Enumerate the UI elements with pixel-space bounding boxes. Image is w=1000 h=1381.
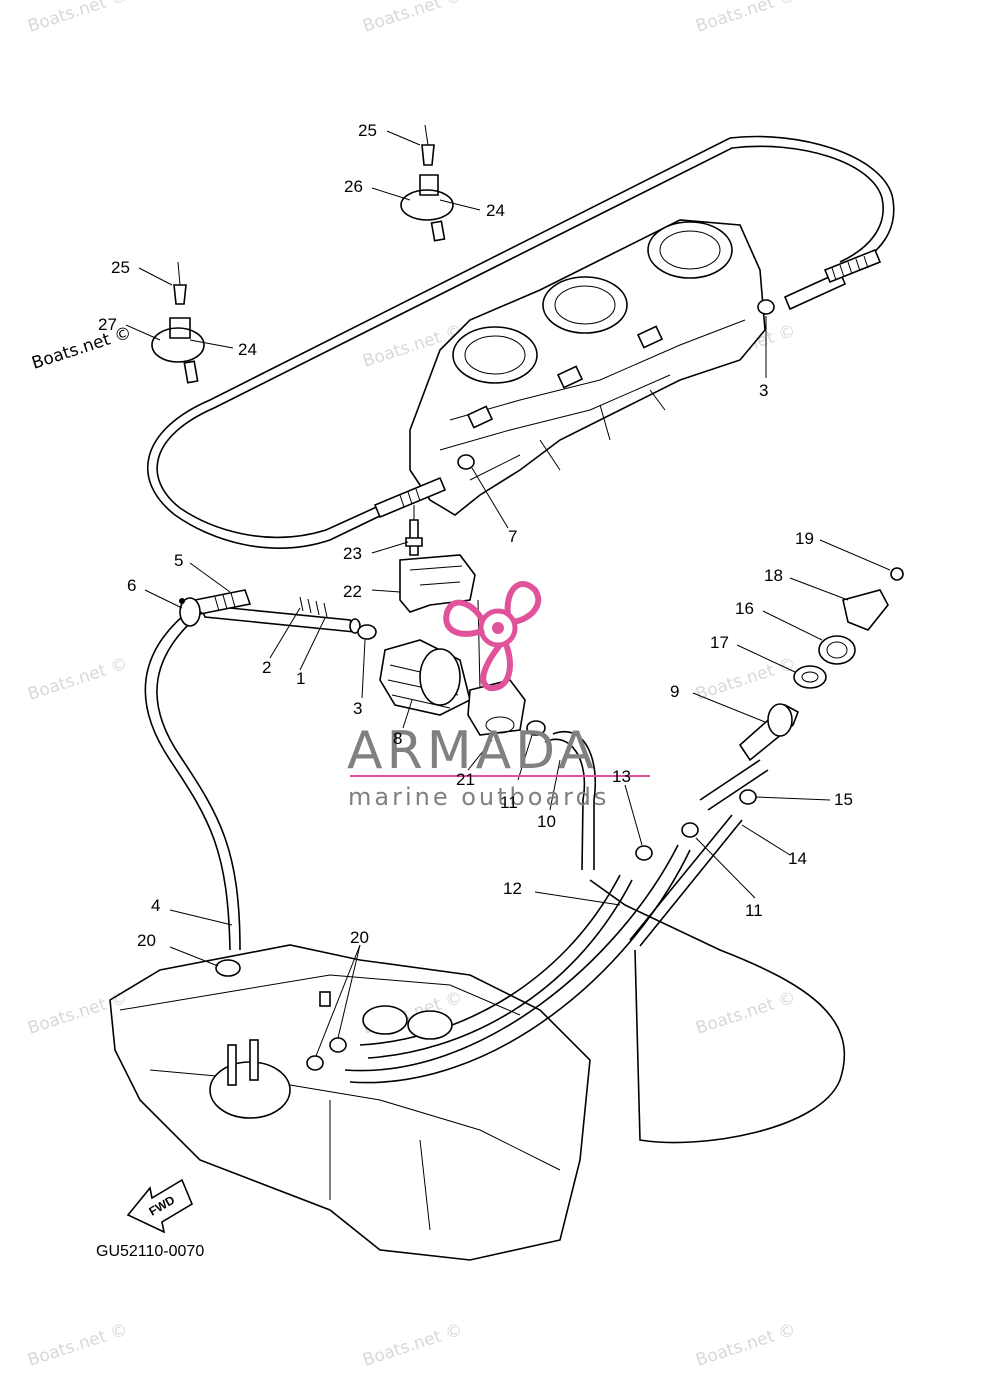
callout-24: 24 — [238, 340, 257, 359]
clamp-20-b — [306, 1055, 324, 1071]
callout-9: 9 — [670, 682, 679, 701]
fuel-filter-8 — [379, 639, 471, 716]
callout-24: 24 — [486, 201, 505, 220]
clamp-13 — [635, 845, 653, 861]
fuel-hose-loop — [147, 135, 895, 549]
watermark: Boats.net © — [25, 654, 130, 705]
fuel-hose-4 — [144, 609, 231, 951]
callout-18: 18 — [764, 566, 783, 585]
callout-4: 4 — [151, 896, 160, 915]
clamp-3-mid — [357, 624, 377, 640]
callout-3: 3 — [353, 699, 362, 718]
callout-20: 20 — [350, 928, 369, 947]
callout-10: 10 — [537, 812, 556, 831]
clamp-3-top — [757, 299, 775, 315]
clamp-20-a — [329, 1037, 347, 1053]
screw-19 — [890, 567, 904, 581]
watermark: Boats.net © — [360, 1320, 465, 1371]
clamp-15 — [739, 789, 757, 805]
brand-tagline: marine outboards — [348, 783, 609, 811]
callout-16: 16 — [735, 599, 754, 618]
clamp-11-mid — [526, 720, 546, 736]
callout-26: 26 — [344, 177, 363, 196]
watermark: Boats.net © — [25, 988, 130, 1039]
watermark: Boats.net © — [693, 988, 798, 1039]
callout-13: 13 — [612, 767, 631, 786]
callout-7: 7 — [508, 527, 517, 546]
callout-22: 22 — [343, 582, 362, 601]
propeller-icon — [443, 581, 542, 692]
callout-25: 25 — [358, 121, 377, 140]
fwd-arrow: FWD — [126, 1178, 194, 1234]
clamp-20-left — [215, 959, 241, 977]
leader-lines — [125, 130, 891, 1057]
callout-27: 27 — [98, 315, 117, 334]
callout-8: 8 — [393, 729, 402, 748]
clamp-7 — [457, 454, 475, 470]
fuel-tank — [109, 944, 591, 1261]
clamp-11-right — [681, 822, 699, 838]
callout-11: 11 — [500, 793, 518, 812]
washer-17 — [793, 665, 827, 689]
callout-1: 1 — [296, 669, 305, 688]
clip-assembly-upper — [400, 124, 454, 242]
callout-5: 5 — [174, 551, 183, 570]
fuel-hose-loop-inner — [156, 145, 884, 539]
callout-14: 14 — [788, 849, 807, 868]
knob-18 — [842, 589, 889, 631]
brand-logo: ARMADA marine outboards — [347, 581, 650, 811]
callout-11: 11 — [745, 901, 763, 920]
clip-6 — [179, 597, 201, 627]
callout-17: 17 — [710, 633, 729, 652]
callout-23: 23 — [343, 544, 362, 563]
callout-15: 15 — [834, 790, 853, 809]
callout-2: 2 — [262, 658, 271, 677]
watermark-dark: Boats.net © — [29, 323, 134, 374]
callout-25: 25 — [111, 258, 130, 277]
bracket-21 — [467, 679, 526, 736]
clip-assembly-lower — [151, 261, 205, 384]
callout-19: 19 — [795, 529, 814, 548]
watermark: Boats.net © — [25, 1320, 130, 1371]
hose-fitting-right — [823, 248, 882, 284]
callout-21: 21 — [456, 770, 475, 789]
nut-16 — [818, 635, 856, 665]
callout-3: 3 — [759, 381, 768, 400]
callout-20: 20 — [137, 931, 156, 950]
watermark: Boats.net © — [360, 0, 465, 37]
hose-12 — [589, 879, 846, 1144]
watermark: Boats.net © — [693, 0, 798, 37]
valve-9-body — [767, 703, 793, 737]
hose-14 — [629, 814, 733, 941]
watermark: Boats.net © — [693, 1320, 798, 1371]
brand-name: ARMADA — [347, 721, 598, 781]
fuel-hose-4-inner — [156, 611, 241, 951]
hose-10 — [544, 738, 586, 871]
watermark: Boats.net © — [25, 0, 130, 37]
diagram-code: GU52110-0070 — [96, 1243, 204, 1260]
callout-labels: 25 26 24 25 27 24 3 7 23 22 5 6 2 1 3 8 … — [98, 121, 853, 950]
hose-1-end — [349, 618, 361, 634]
clip-6-pin — [179, 598, 185, 604]
carburetor-assembly — [409, 219, 766, 516]
watermark: Boats.net © — [693, 654, 798, 705]
callout-6: 6 — [127, 576, 136, 595]
callout-12: 12 — [503, 879, 522, 898]
